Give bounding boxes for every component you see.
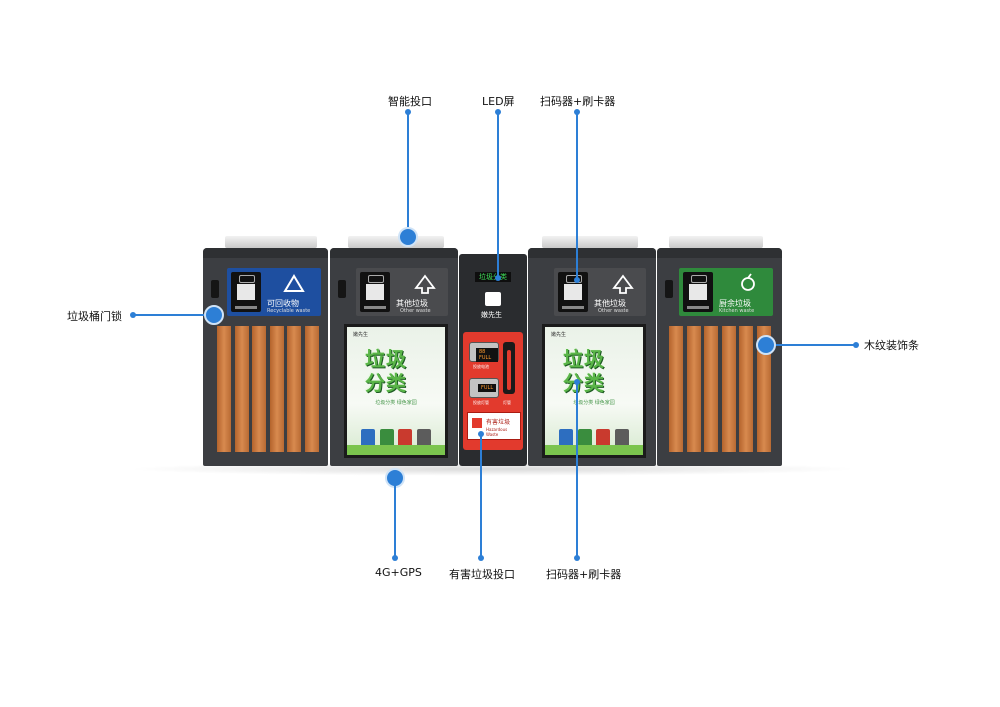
callout-line xyxy=(407,112,409,236)
category-panel: 其他垃圾 Other waste xyxy=(554,268,646,316)
recycle-icon xyxy=(283,274,305,292)
hazard-slot[interactable] xyxy=(503,342,515,394)
category-panel: 可回收物 Recyclable waste xyxy=(227,268,321,316)
category-label-en: Other waste xyxy=(400,308,431,314)
wood-trim xyxy=(217,326,319,452)
callout-dot xyxy=(478,555,484,561)
brand-name: 嫩先生 xyxy=(481,311,502,319)
bin-unit-recyclable: 可回收物 Recyclable waste xyxy=(203,236,328,466)
caption-battery: 投放电池 xyxy=(473,364,489,369)
ad-screen: 嫩先生 垃圾 分类 垃圾分类 绿色家园 xyxy=(344,324,448,458)
wood-trim xyxy=(669,326,771,452)
other-waste-icon xyxy=(612,274,634,294)
bin-unit-other-right: 其他垃圾 Other waste 嫩先生 垃圾 分类 垃圾分类 绿色家园 xyxy=(528,236,656,466)
center-unit: 垃圾分类 嫩先生 88 FULL 投放电池 FULL 投放灯管 灯管 有害垃圾 … xyxy=(459,254,527,466)
unit-top xyxy=(657,248,782,258)
hazard-icon xyxy=(472,418,482,428)
category-label-en: Recyclable waste xyxy=(267,308,311,314)
bin-unit-kitchen: 厨余垃圾 Kitchen waste xyxy=(657,236,782,466)
category-panel: 厨余垃圾 Kitchen waste xyxy=(679,268,773,316)
callout-door-lock: 垃圾桶门锁 xyxy=(67,310,122,323)
bin-door-lock[interactable] xyxy=(211,280,219,298)
callout-line xyxy=(394,478,396,558)
battery-inlet[interactable]: 88 FULL xyxy=(469,342,499,362)
tube-inlet[interactable]: FULL xyxy=(469,378,499,398)
callout-line xyxy=(497,112,499,278)
bin-lid xyxy=(348,236,444,248)
bin-lid xyxy=(669,236,763,248)
callout-line xyxy=(576,382,578,558)
category-label-en: Kitchen waste xyxy=(719,308,755,314)
category-label: 其他垃圾 xyxy=(396,299,428,308)
lcd-display: 88 FULL xyxy=(476,348,498,362)
qr-card-reader[interactable] xyxy=(360,272,390,312)
callout-scanner-top: 扫码器+刷卡器 xyxy=(540,95,616,108)
callout-led-screen: LED屏 xyxy=(482,95,515,108)
other-waste-icon xyxy=(414,274,436,294)
callout-dot xyxy=(405,109,411,115)
caption-tube: 投放灯管 xyxy=(473,400,489,405)
unit-top xyxy=(203,248,328,258)
category-label: 其他垃圾 xyxy=(594,299,626,308)
callout-dot xyxy=(853,342,859,348)
screen-brand: 嫩先生 xyxy=(551,332,567,338)
screen-slogan: 垃圾分类 绿色家园 xyxy=(573,400,615,406)
callout-smart-inlet: 智能投口 xyxy=(388,95,432,108)
screen-brand: 嫩先生 xyxy=(353,332,369,338)
lcd-display: FULL xyxy=(478,384,497,392)
hazard-label-en: Hazardous Waste xyxy=(486,427,508,437)
unit-top xyxy=(330,248,458,258)
hazard-panel: 88 FULL 投放电池 FULL 投放灯管 灯管 有害垃圾 Hazardous… xyxy=(463,332,523,450)
callout-marker xyxy=(398,227,418,247)
unit-top xyxy=(528,248,656,258)
category-label: 可回收物 xyxy=(267,299,299,308)
kitchen-waste-icon xyxy=(741,273,755,291)
qr-card-reader[interactable] xyxy=(231,272,261,312)
brand-logo xyxy=(485,292,501,306)
category-label-en: Other waste xyxy=(598,308,629,314)
callout-dot xyxy=(495,109,501,115)
qr-card-reader[interactable] xyxy=(558,272,588,312)
bin-lid xyxy=(542,236,638,248)
callout-dot xyxy=(574,555,580,561)
screen-title-1: 垃圾 xyxy=(365,347,407,371)
callout-line xyxy=(768,344,856,346)
callout-wood-trim: 木纹装饰条 xyxy=(864,339,919,352)
screen-title-2: 分类 xyxy=(365,371,407,395)
callout-line xyxy=(576,112,578,280)
screen-slogan: 垃圾分类 绿色家园 xyxy=(375,400,417,406)
callout-dot xyxy=(392,555,398,561)
callout-marker xyxy=(756,335,776,355)
hazard-label: 有害垃圾 Hazardous Waste xyxy=(467,412,521,440)
qr-card-reader[interactable] xyxy=(683,272,713,312)
callout-scanner-bottom: 扫码器+刷卡器 xyxy=(546,568,622,581)
bin-door-lock[interactable] xyxy=(338,280,346,298)
category-label: 厨余垃圾 xyxy=(719,299,751,308)
callout-dot xyxy=(495,275,501,281)
bin-lid xyxy=(225,236,317,248)
callout-hazardous-inlet: 有害垃圾投口 xyxy=(449,568,515,581)
led-screen: 垃圾分类 xyxy=(475,272,511,282)
screen-bins-illustration xyxy=(361,425,431,447)
callout-dot xyxy=(574,277,580,283)
hazard-label-text: 有害垃圾 xyxy=(486,419,511,426)
screen-title-1: 垃圾 xyxy=(563,347,605,371)
callout-dot xyxy=(574,109,580,115)
bin-unit-other-left: 其他垃圾 Other waste 嫩先生 垃圾 分类 垃圾分类 绿色家园 xyxy=(330,236,458,466)
bin-door-lock[interactable] xyxy=(665,280,673,298)
callout-gps: 4G+GPS xyxy=(375,566,422,579)
caption-lamp: 灯管 xyxy=(503,400,511,405)
callout-dot xyxy=(130,312,136,318)
ad-screen: 嫩先生 垃圾 分类 垃圾分类 绿色家园 xyxy=(542,324,646,458)
category-panel: 其他垃圾 Other waste xyxy=(356,268,448,316)
screen-bins-illustration xyxy=(559,425,629,447)
callout-marker xyxy=(204,305,224,325)
callout-line xyxy=(480,434,482,558)
led-text: 垃圾分类 xyxy=(479,273,507,281)
callout-line xyxy=(133,314,213,316)
screen-title-2: 分类 xyxy=(563,371,605,395)
